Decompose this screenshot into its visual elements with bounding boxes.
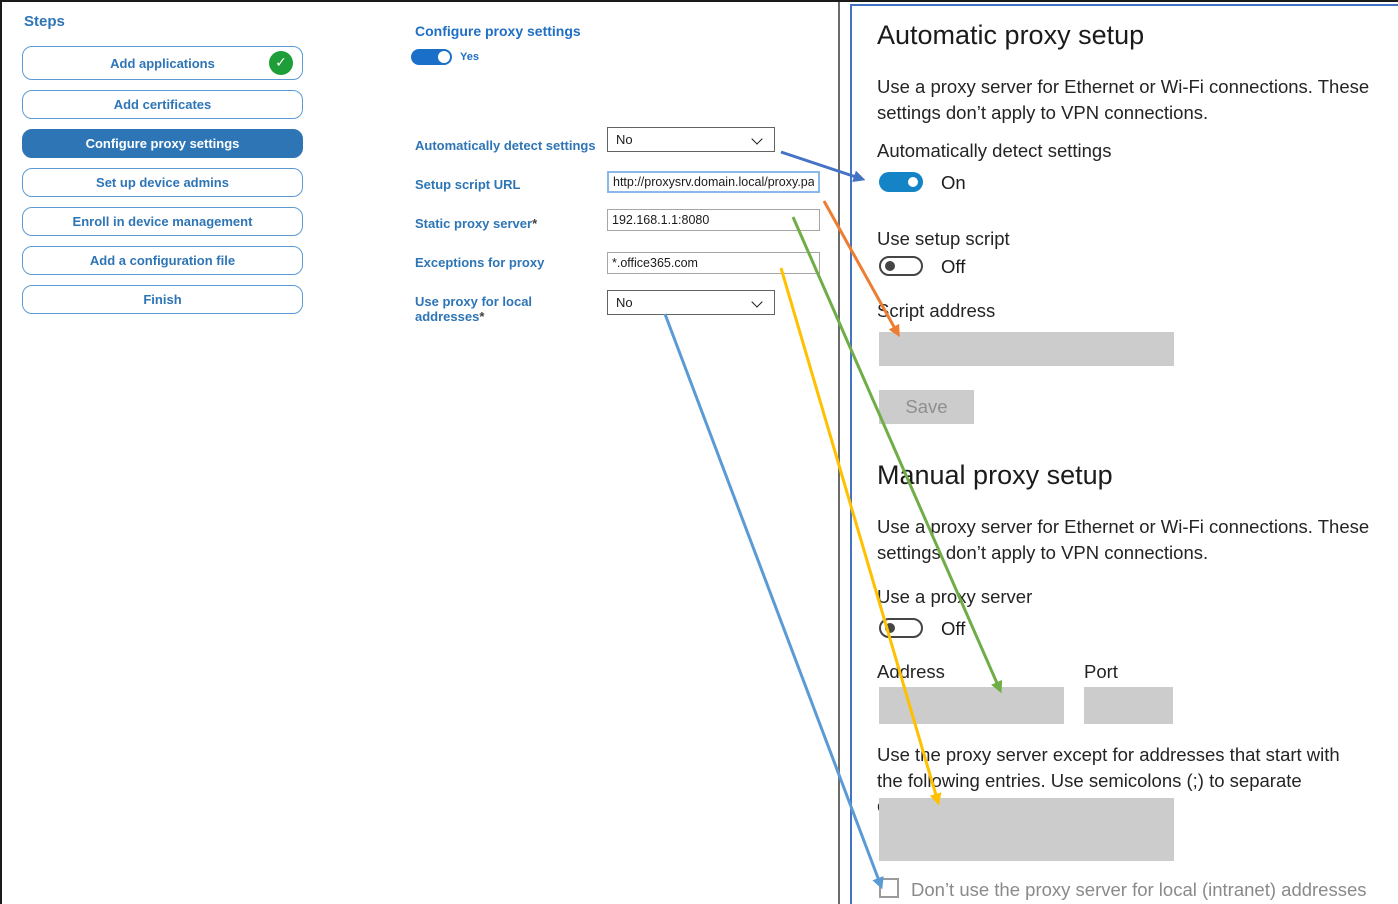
vertical-divider xyxy=(838,2,840,904)
proxy-port-input[interactable] xyxy=(1084,687,1173,724)
sidebar-item-add-applications[interactable]: Add applications ✓ xyxy=(22,46,303,80)
exceptions-for-proxy-input[interactable] xyxy=(607,252,820,274)
sidebar-item-label: Enroll in device management xyxy=(72,214,253,229)
manual-proxy-setup-heading: Manual proxy setup xyxy=(877,460,1113,490)
field-label-setup-script-url: Setup script URL xyxy=(415,177,521,192)
selected-value: No xyxy=(616,295,633,310)
address-label: Address xyxy=(877,661,945,682)
chevron-down-icon xyxy=(751,133,763,145)
steps-title: Steps xyxy=(24,13,65,30)
use-a-proxy-server-label: Use a proxy server xyxy=(877,586,1033,607)
proxy-address-input[interactable] xyxy=(879,687,1064,724)
use-a-proxy-server-state: Off xyxy=(941,618,966,639)
local-addresses-checkbox-label: Don’t use the proxy server for local (in… xyxy=(911,879,1367,900)
required-marker: * xyxy=(532,216,538,231)
automatically-detect-settings-label: Automatically detect settings xyxy=(877,140,1112,161)
local-addresses-checkbox[interactable] xyxy=(879,878,899,898)
sidebar-item-label: Add applications xyxy=(110,55,215,71)
use-setup-script-state: Off xyxy=(941,256,966,277)
script-address-input[interactable] xyxy=(879,332,1174,366)
sidebar-item-label: Finish xyxy=(143,292,182,307)
field-label-static-proxy-server: Static proxy server* xyxy=(415,216,538,231)
field-label-exceptions-for-proxy: Exceptions for proxy xyxy=(415,255,545,270)
required-marker: * xyxy=(479,309,485,324)
port-label: Port xyxy=(1084,661,1118,682)
sidebar-item-label: Add certificates xyxy=(113,97,212,112)
field-label-use-proxy-for-local-addresses: Use proxy for local addresses* xyxy=(415,294,533,324)
configure-proxy-toggle-state: Yes xyxy=(460,51,479,63)
selected-value: No xyxy=(616,132,633,147)
chevron-down-icon xyxy=(751,296,763,308)
toggle-knob xyxy=(438,51,450,63)
use-a-proxy-server-toggle[interactable] xyxy=(879,618,923,638)
toggle-knob xyxy=(885,623,895,633)
sidebar-item-add-certificates[interactable]: Add certificates xyxy=(22,90,303,119)
sidebar-item-enroll-in-device-management[interactable]: Enroll in device management xyxy=(22,207,303,236)
configure-proxy-toggle[interactable] xyxy=(411,49,452,65)
completed-check-icon: ✓ xyxy=(269,51,293,75)
arrow-local-addresses-to-checkbox xyxy=(663,313,884,890)
form-title: Configure proxy settings xyxy=(415,23,581,39)
static-proxy-server-input[interactable] xyxy=(607,209,820,231)
sidebar-item-label: Configure proxy settings xyxy=(85,136,240,151)
toggle-knob xyxy=(908,177,918,187)
automatic-proxy-description: Use a proxy server for Ethernet or Wi-Fi… xyxy=(877,76,1370,123)
use-setup-script-label: Use setup script xyxy=(877,228,1010,249)
sidebar-item-add-a-configuration-file[interactable]: Add a configuration file xyxy=(22,246,303,275)
sidebar-item-configure-proxy-settings[interactable]: Configure proxy settings xyxy=(22,129,303,158)
windows-proxy-settings-panel: Automatic proxy setup Use a proxy server… xyxy=(850,4,1398,904)
sidebar-item-label: Set up device admins xyxy=(96,175,229,190)
automatic-proxy-setup-heading: Automatic proxy setup xyxy=(877,20,1145,50)
automatically-detect-settings-state: On xyxy=(941,172,966,193)
field-label-automatically-detect-settings: Automatically detect settings xyxy=(415,138,596,153)
steps-list: Add applications ✓ Add certificates Conf… xyxy=(22,46,303,324)
proxy-exceptions-textarea[interactable] xyxy=(879,798,1174,861)
script-address-label: Script address xyxy=(877,300,996,321)
sidebar-item-label: Add a configuration file xyxy=(89,253,236,268)
use-proxy-for-local-addresses-select[interactable]: No xyxy=(607,290,775,315)
use-setup-script-toggle[interactable] xyxy=(879,256,923,276)
toggle-knob xyxy=(885,261,895,271)
automatically-detect-settings-select[interactable]: No xyxy=(607,127,775,152)
setup-script-url-input[interactable] xyxy=(607,171,820,193)
save-button[interactable]: Save xyxy=(879,390,974,424)
sidebar-item-finish[interactable]: Finish xyxy=(22,285,303,314)
manual-proxy-description: Use a proxy server for Ethernet or Wi-Fi… xyxy=(877,516,1370,563)
sidebar-item-set-up-device-admins[interactable]: Set up device admins xyxy=(22,168,303,197)
automatically-detect-settings-toggle[interactable] xyxy=(879,172,923,192)
